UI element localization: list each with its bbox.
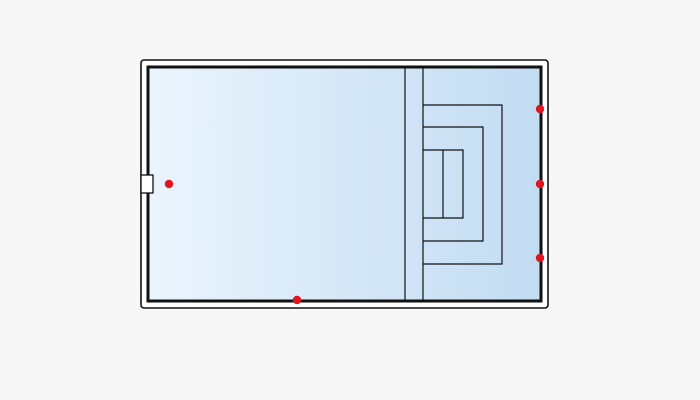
step-tier-outer [423, 104, 503, 265]
return-jet-right-top [535, 104, 545, 114]
return-jet-bottom [292, 295, 302, 305]
step-tier-middle [423, 126, 484, 242]
skimmer-box [140, 174, 154, 194]
pool-water [146, 65, 543, 303]
return-jet-right-middle [535, 179, 545, 189]
return-jet-right-bottom [535, 253, 545, 263]
return-jet-left [164, 179, 174, 189]
